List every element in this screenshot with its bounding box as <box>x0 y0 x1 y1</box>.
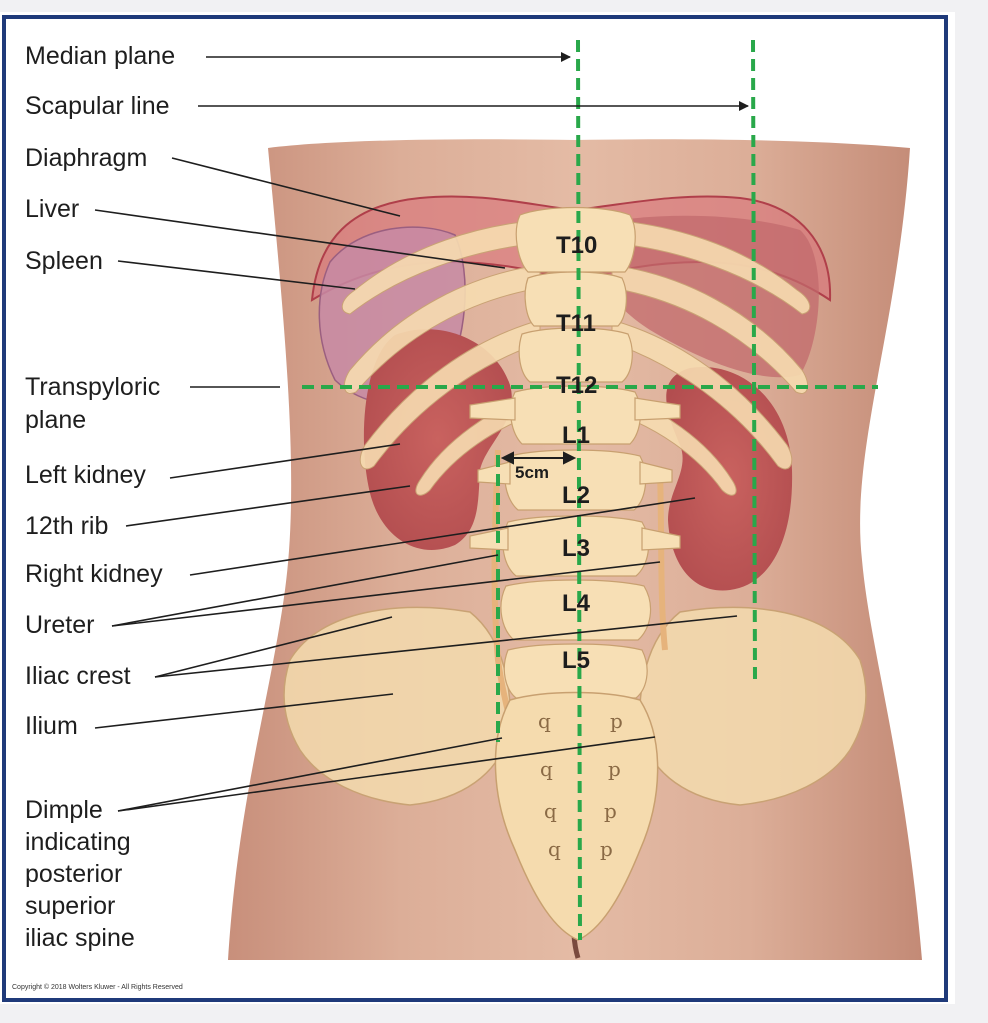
dimple-leader-left <box>117 737 503 812</box>
label-dimple-superior: superior <box>25 892 116 920</box>
label-dimple-iliac-spine: iliac spine <box>25 924 135 952</box>
left-kidney-leader <box>169 443 401 479</box>
svg-text:q: q <box>540 757 553 781</box>
guide-lines <box>302 39 878 941</box>
label-liver: Liver <box>25 195 80 223</box>
label-dimple-posterior: posterior <box>25 860 123 888</box>
median-plane-line <box>576 39 582 941</box>
vertebral-column <box>469 206 681 699</box>
figure-frame <box>2 15 948 1002</box>
ilium-leader <box>94 693 394 729</box>
vertebra-label-l1: L1 <box>562 422 591 449</box>
svg-text:p: p <box>604 799 617 823</box>
vertebra-label-t12: T12 <box>556 372 598 399</box>
svg-text:q: q <box>544 799 557 823</box>
vertebra-label-t10: T10 <box>556 232 598 259</box>
label-spleen: Spleen <box>25 247 103 275</box>
label-dimple-indicating: indicating <box>25 828 131 856</box>
iliac-crest-leader-left <box>154 616 393 678</box>
scapular-line-line <box>751 39 757 681</box>
label-dimple: Dimple <box>25 796 103 824</box>
diaphragm-leader <box>171 157 401 217</box>
label-diaphragm: Diaphragm <box>25 144 148 172</box>
measurement-label: 5cm <box>515 463 550 482</box>
label-12th-rib: 12th rib <box>25 512 109 540</box>
ureter-leader-left <box>111 554 499 627</box>
copyright-notice: Copyright © 2018 Wolters Kluwer - All Ri… <box>12 984 183 991</box>
sacrum-shape <box>494 691 659 941</box>
svg-text:p: p <box>610 709 623 733</box>
label-transpyloric: Transpyloric <box>25 373 161 401</box>
svg-text:q: q <box>538 709 551 733</box>
vertebra-label-l2: L2 <box>562 482 591 509</box>
label-ureter: Ureter <box>25 611 95 639</box>
sacral-foramina: q p q p q p q p <box>538 709 623 861</box>
right-kidney-leader <box>189 497 696 576</box>
label-right-kidney: Right kidney <box>25 560 163 588</box>
label-left-kidney: Left kidney <box>25 461 146 489</box>
iliac-crest-leader-right <box>154 615 738 678</box>
label-scapular-line: Scapular line <box>25 92 170 120</box>
leader-lines <box>94 52 749 812</box>
vertebra-label-l4: L4 <box>562 590 591 617</box>
vertebra-label-l5: L5 <box>562 647 591 674</box>
label-iliac-crest: Iliac crest <box>25 662 131 690</box>
left-kidney-shape <box>363 329 512 550</box>
dimple-leader-right <box>117 736 656 812</box>
twelfth-rib-leader <box>125 485 411 527</box>
vertebra-label-l3: L3 <box>562 535 591 562</box>
svg-text:p: p <box>600 837 613 861</box>
label-median-plane: Median plane <box>25 42 176 70</box>
spleen-leader <box>117 260 356 290</box>
ureter-leader-right <box>111 561 661 627</box>
liver-leader <box>94 209 506 269</box>
measurement-arrow <box>500 451 577 465</box>
vertebra-label-t11: T11 <box>556 310 597 337</box>
label-ilium: Ilium <box>25 712 78 740</box>
label-transpyloric-plane: plane <box>25 406 87 434</box>
svg-text:q: q <box>548 837 561 861</box>
svg-text:p: p <box>608 757 621 781</box>
